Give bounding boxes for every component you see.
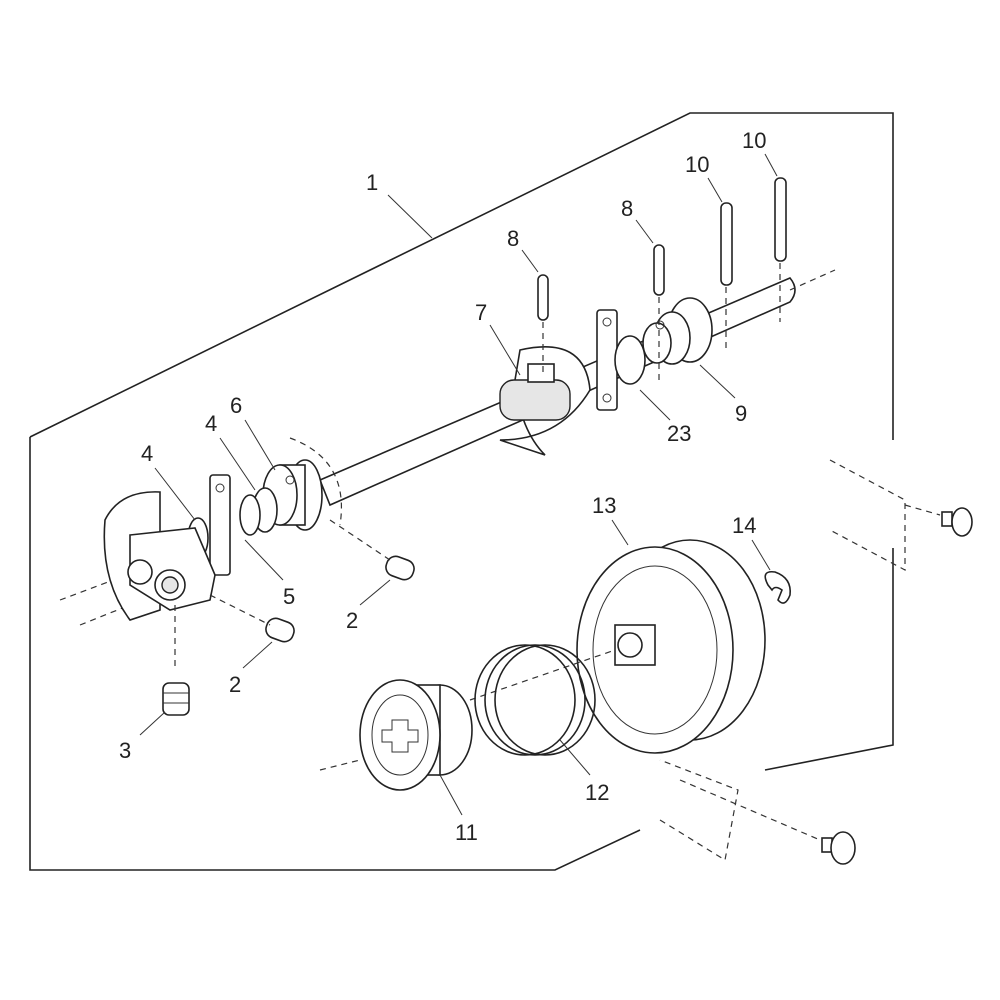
leader-lines xyxy=(139,153,778,816)
callout-1: 1 xyxy=(366,170,378,195)
thumb-screw-lower xyxy=(659,759,856,865)
callout-11: 11 xyxy=(455,820,478,845)
callout-7: 7 xyxy=(475,300,487,325)
callout-23: 23 xyxy=(667,421,691,446)
e-ring-part-14 xyxy=(764,570,792,604)
callout-5: 5 xyxy=(283,584,295,609)
callout-10: 10 xyxy=(742,128,766,153)
bracket-part-23 xyxy=(596,309,646,411)
callout-10: 10 xyxy=(685,152,709,177)
pulley-part-9 xyxy=(642,297,713,365)
spring-part-12 xyxy=(474,644,596,756)
assembly-frame xyxy=(29,112,894,871)
callout-4: 4 xyxy=(205,411,217,436)
cam-part-7 xyxy=(499,346,591,456)
large-pulley-part-13 xyxy=(469,539,766,754)
callout-8: 8 xyxy=(507,226,519,251)
callout-3: 3 xyxy=(119,738,131,763)
callout-8: 8 xyxy=(621,196,633,221)
crank-block xyxy=(103,491,216,670)
callout-4: 4 xyxy=(141,441,153,466)
callout-6: 6 xyxy=(230,393,242,418)
callout-9: 9 xyxy=(735,401,747,426)
callout-2: 2 xyxy=(346,608,358,633)
pins xyxy=(537,177,787,380)
callout-13: 13 xyxy=(592,493,616,518)
callout-12: 12 xyxy=(585,780,609,805)
callout-14: 14 xyxy=(732,513,756,538)
cap-part-11 xyxy=(319,679,473,791)
callout-2: 2 xyxy=(229,672,241,697)
callout-labels: 1 8 8 10 10 7 9 23 6 4 4 5 2 2 3 13 14 1… xyxy=(119,128,766,845)
thumb-screw-upper xyxy=(829,459,973,571)
set-screws xyxy=(162,519,415,716)
